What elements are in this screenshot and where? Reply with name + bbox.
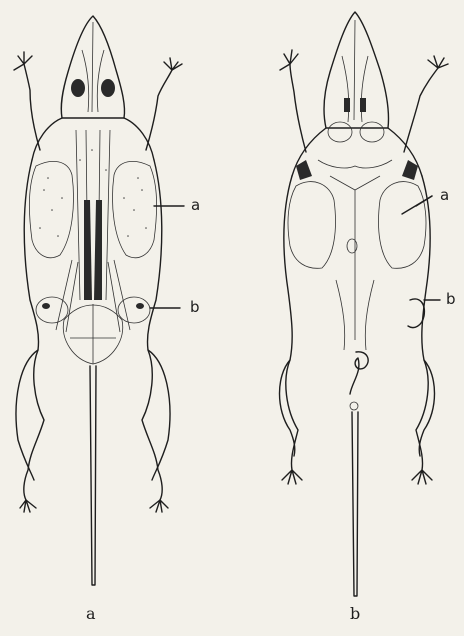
panel-b-caption: b (350, 606, 360, 622)
panel-a-callout-b: b (190, 300, 200, 315)
panel-b-callout-a: a (440, 188, 449, 203)
panel-b-callout-b: b (446, 292, 456, 307)
panel-a-callout-a: a (191, 198, 200, 213)
panel-a-caption: a (86, 606, 96, 622)
panel-a-specimen (14, 16, 184, 585)
panel-b-specimen (280, 12, 449, 596)
